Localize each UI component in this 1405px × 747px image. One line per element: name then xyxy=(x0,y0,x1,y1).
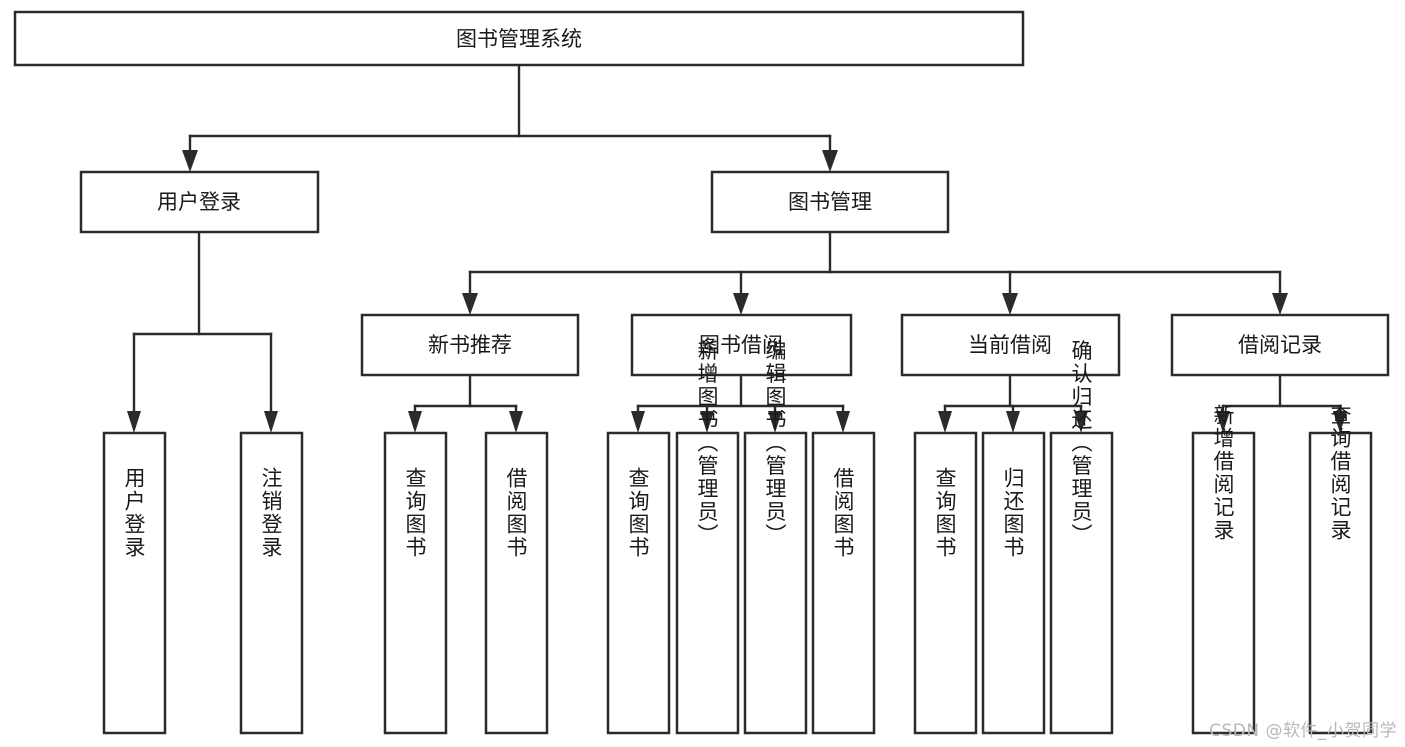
leaf-label-query-book: 查询图书 xyxy=(626,467,650,559)
leaf-label-query-book: 查询图书 xyxy=(403,467,427,559)
node-current-borrow[interactable]: 当前借阅 xyxy=(900,313,1121,377)
leaf-label-borrow-book: 借阅图书 xyxy=(504,467,528,559)
node-box[interactable] xyxy=(743,431,808,735)
arrow-head-icon xyxy=(1006,411,1020,433)
node-box[interactable] xyxy=(239,431,304,735)
node-box[interactable] xyxy=(630,313,853,377)
arrow-head-icon xyxy=(700,411,714,433)
node-label-root: 图书管理系统 xyxy=(456,27,582,51)
node-box[interactable] xyxy=(383,431,448,735)
arrow-head-icon xyxy=(509,411,523,433)
arrow-head-icon xyxy=(938,411,952,433)
leaf-book-borrow-2[interactable]: 编辑图书（管理员） xyxy=(743,340,808,735)
leaf-label-add-book-admin: 新增图书（管理员） xyxy=(695,340,719,547)
leaf-book-borrow-3[interactable]: 借阅图书 xyxy=(811,431,876,735)
node-box[interactable] xyxy=(360,313,580,377)
arrow-head-icon xyxy=(127,411,141,433)
csdn-watermark: CSDN @软件_小贺同学 xyxy=(1209,721,1397,741)
arrow-head-icon xyxy=(631,411,645,433)
leaf-borrow-record-0[interactable]: 新增借阅记录 xyxy=(1191,404,1256,735)
leaf-new-book-1[interactable]: 借阅图书 xyxy=(484,431,549,735)
arrow-head-icon xyxy=(1002,293,1018,315)
node-box[interactable] xyxy=(913,431,978,735)
node-box[interactable] xyxy=(1170,313,1390,377)
node-box[interactable] xyxy=(606,431,671,735)
arrow-head-icon xyxy=(1333,411,1347,433)
node-label-user-login: 用户登录 xyxy=(157,190,241,214)
leaf-user-login-1[interactable]: 注销登录 xyxy=(239,431,304,735)
arrow-head-icon xyxy=(822,150,838,172)
node-box[interactable] xyxy=(981,431,1046,735)
arrow-head-icon xyxy=(733,293,749,315)
connector-user-login-to-leaves xyxy=(127,230,278,433)
leaf-book-borrow-1[interactable]: 新增图书（管理员） xyxy=(675,340,740,735)
node-box[interactable] xyxy=(13,10,1025,67)
arrow-head-icon xyxy=(462,293,478,315)
node-book-borrow[interactable]: 图书借阅 xyxy=(630,313,853,377)
connector-new-book-to-leaves xyxy=(408,373,523,433)
leaf-current-borrow-1[interactable]: 归还图书 xyxy=(981,431,1046,735)
leaf-current-borrow-2[interactable]: 确认归还（管理员） xyxy=(1049,340,1114,735)
connector-borrow-record-to-leaves xyxy=(1216,373,1347,433)
node-box[interactable] xyxy=(675,431,740,735)
arrow-head-icon xyxy=(1272,293,1288,315)
arrow-head-icon xyxy=(1216,411,1230,433)
leaf-label-edit-book-admin: 编辑图书（管理员） xyxy=(763,340,787,547)
leaf-label-confirm-return-admin: 确认归还（管理员） xyxy=(1069,340,1093,547)
node-borrow-record[interactable]: 借阅记录 xyxy=(1170,313,1390,377)
node-box[interactable] xyxy=(102,431,167,735)
node-label-book-management: 图书管理 xyxy=(788,190,872,214)
leaf-new-book-0[interactable]: 查询图书 xyxy=(383,431,448,735)
arrow-head-icon xyxy=(836,411,850,433)
node-box[interactable] xyxy=(900,313,1121,377)
node-box[interactable] xyxy=(1308,431,1373,735)
node-label-book-borrow: 图书借阅 xyxy=(699,333,783,357)
node-root-system[interactable]: 图书管理系统 xyxy=(13,10,1025,67)
leaf-label-logout: 注销登录 xyxy=(259,467,283,559)
leaf-label-user-login: 用户登录 xyxy=(122,467,146,559)
node-label-current-borrow: 当前借阅 xyxy=(968,333,1052,357)
arrow-head-icon xyxy=(1074,411,1088,433)
node-box[interactable] xyxy=(1049,431,1114,735)
leaf-label-return-book: 归还图书 xyxy=(1001,467,1025,559)
node-box[interactable] xyxy=(79,170,320,234)
node-new-book-recommend[interactable]: 新书推荐 xyxy=(360,313,580,377)
node-box[interactable] xyxy=(710,170,950,234)
node-box[interactable] xyxy=(484,431,549,735)
connector-current-borrow-to-leaves xyxy=(938,373,1088,433)
node-box[interactable] xyxy=(1191,431,1256,735)
node-label-new-book-recommend: 新书推荐 xyxy=(428,333,512,357)
leaf-user-login-0[interactable]: 用户登录 xyxy=(102,431,167,735)
arrow-head-icon xyxy=(768,411,782,433)
leaf-label-query-book: 查询图书 xyxy=(933,467,957,559)
arrow-head-icon xyxy=(408,411,422,433)
leaf-label-add-borrow-record: 新增借阅记录 xyxy=(1211,404,1235,542)
node-box[interactable] xyxy=(811,431,876,735)
leaf-book-borrow-0[interactable]: 查询图书 xyxy=(606,431,671,735)
connector-book-borrow-to-leaves xyxy=(631,373,850,433)
leaf-label-query-borrow-record: 查询借阅记录 xyxy=(1328,404,1352,542)
connector-root-to-level2 xyxy=(182,63,838,172)
leaf-current-borrow-0[interactable]: 查询图书 xyxy=(913,431,978,735)
leaf-label-borrow-book: 借阅图书 xyxy=(831,467,855,559)
arrow-head-icon xyxy=(182,150,198,172)
connector-book-mgmt-to-level3 xyxy=(462,230,1288,315)
leaf-borrow-record-1[interactable]: 查询借阅记录 xyxy=(1308,404,1373,735)
arrow-head-icon xyxy=(264,411,278,433)
node-book-management[interactable]: 图书管理 xyxy=(710,170,950,234)
node-label-borrow-record: 借阅记录 xyxy=(1238,333,1322,357)
node-user-login[interactable]: 用户登录 xyxy=(79,170,320,234)
